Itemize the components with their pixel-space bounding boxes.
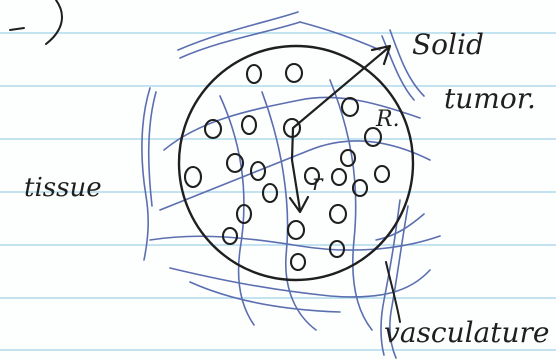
tumor-cell (288, 221, 304, 239)
label-solid: Solid (412, 28, 484, 61)
tumor-cell (185, 167, 201, 187)
top-left-marks (10, 0, 62, 44)
label-R: R. (375, 107, 400, 132)
label-vasculature: vasculature (384, 316, 549, 349)
tumor-cell (330, 205, 346, 223)
tumor-cell (342, 98, 358, 116)
tumor-cell (223, 228, 237, 244)
tumor-cell (341, 150, 355, 166)
tumor-cell (263, 184, 277, 202)
tumor-cell (291, 254, 305, 270)
tumor-cell (286, 64, 302, 82)
tumor-cell (242, 116, 256, 134)
tumor-cell (247, 65, 261, 83)
label-tumor: tumor. (444, 82, 536, 115)
tumor-cell (332, 169, 346, 185)
label-r: r (312, 171, 324, 196)
label-tissue: tissue (24, 173, 102, 203)
tumor-cell (375, 166, 389, 182)
